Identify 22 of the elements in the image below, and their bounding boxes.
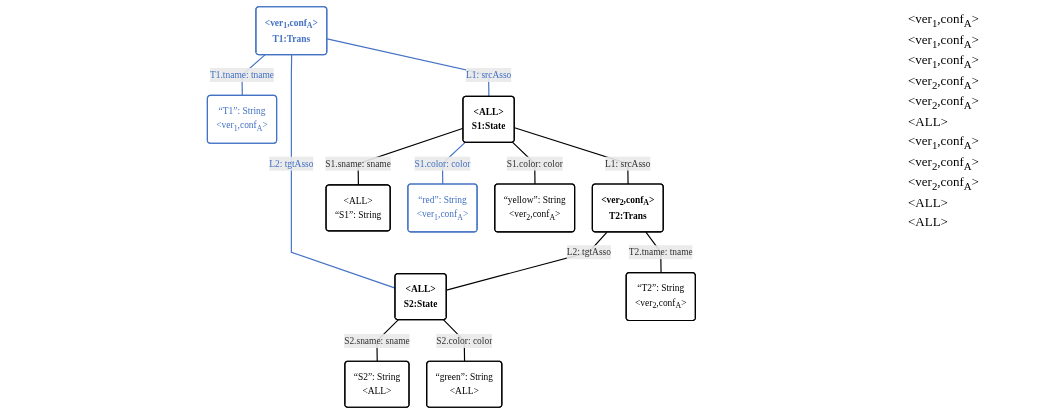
edge-label: S2.color: color <box>435 335 492 346</box>
edge-label: S1.color: color <box>414 158 471 169</box>
edge-label: T1.tname: tname <box>209 69 274 80</box>
annotation-label: <ver$_{2}$,conf$_{A}$> <box>908 72 980 91</box>
edge-label: L2: tgtAsso <box>268 158 314 169</box>
edge-label: L1: srcAsso <box>604 158 651 169</box>
annotation-label: <ver$_{1}$,conf$_{A}$> <box>908 31 980 50</box>
annotation-label: <ver$_{1}$,conf$_{A}$> <box>908 52 980 70</box>
annotation-label: <ALL> <box>908 113 949 130</box>
annotation-label: <ALL> <box>908 213 949 230</box>
edge-label: S1.sname: sname <box>324 158 391 169</box>
annotation-label: <ver$_{1}$,conf$_{A}$> <box>908 132 980 151</box>
edge-label: S2.sname: sname <box>343 335 410 346</box>
edge-label: S1.color: color <box>506 158 563 169</box>
edge-label: L2: tgtAsso <box>566 246 611 257</box>
annotation-label: <ver$_{2}$,conf$_{A}$> <box>908 93 980 111</box>
annotation-label: <ver$_{1}$,conf$_{A}$> <box>908 11 980 29</box>
annotation-label: <ver$_{2}$,conf$_{A}$> <box>908 174 980 192</box>
annotation-label: <ver$_{2}$,conf$_{A}$> <box>908 153 980 172</box>
edge-label: L1: srcAsso <box>465 69 511 80</box>
annotation-label: <ALL> <box>908 194 949 211</box>
edge-label: T2.tname: tname <box>628 246 693 257</box>
